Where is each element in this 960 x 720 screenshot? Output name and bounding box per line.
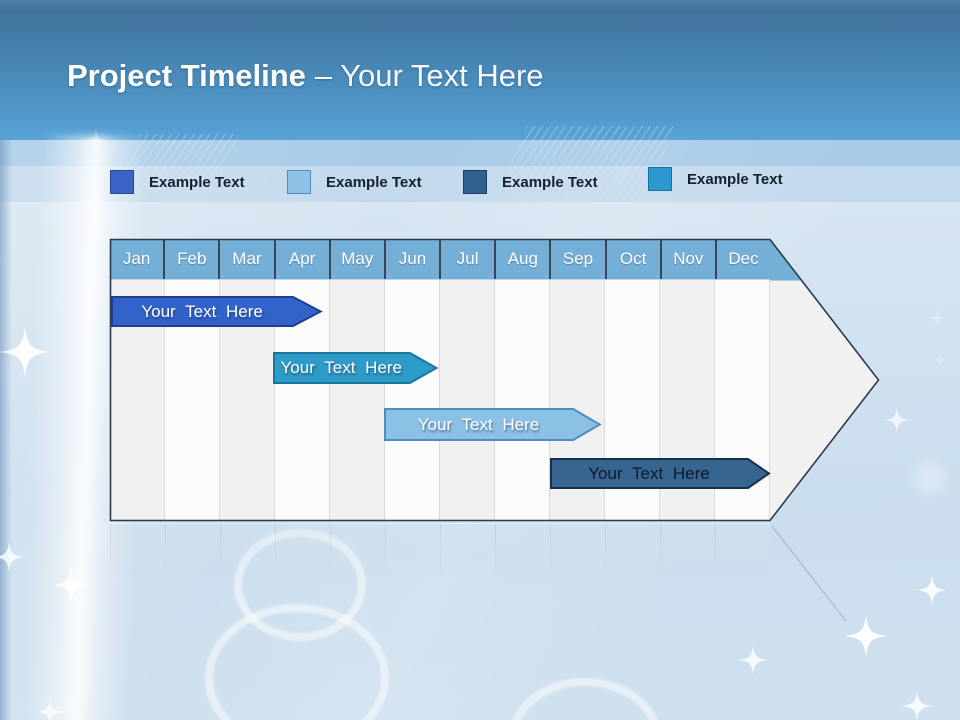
legend-item-4: Example Text xyxy=(648,165,783,193)
month-cell: May xyxy=(328,239,384,279)
bar-label: Your Text Here xyxy=(588,463,710,483)
legend-label: Example Text xyxy=(502,173,598,191)
slide-title: Project Timeline– Your Text Here xyxy=(67,58,544,94)
bar-label: Your Text Here xyxy=(141,301,263,321)
month-cell: Mar xyxy=(218,239,273,279)
background-band-dark xyxy=(0,140,960,166)
legend-item-1: Example Text xyxy=(110,168,245,196)
month-cell: Dec xyxy=(714,239,770,279)
legend-label: Example Text xyxy=(149,173,245,191)
month-cell: Jul xyxy=(439,239,494,279)
bar-arrow-shape xyxy=(550,458,771,489)
month-cell: Oct xyxy=(604,239,660,279)
month-cell: Jun xyxy=(383,239,439,279)
gantt-bar-3: Your Text Here xyxy=(383,408,602,441)
bar-label: Your Text Here xyxy=(280,358,403,377)
month-cell: Jan xyxy=(122,249,151,268)
gantt-bar-4: Your Text Here xyxy=(550,458,771,489)
month-cell: Aug xyxy=(494,239,549,279)
legend-item-2: Example Text xyxy=(287,168,422,196)
month-cell: Sep xyxy=(549,239,604,279)
gantt-bar-1: Your Text Here xyxy=(111,296,323,327)
month-cell: Nov xyxy=(659,239,715,279)
gantt-bar-2: Your Text Here xyxy=(272,352,439,384)
month-cell: Apr xyxy=(273,239,329,279)
legend-swatch-icon xyxy=(287,170,311,194)
bar-label: Your Text Here xyxy=(417,414,540,434)
legend-swatch-icon xyxy=(463,170,487,194)
left-edge-shadow xyxy=(0,138,12,720)
table-reflection xyxy=(110,523,770,586)
legend-swatch-icon xyxy=(648,167,672,191)
title-banner-background xyxy=(0,0,960,140)
bar-arrow-shape xyxy=(111,296,323,327)
legend-label: Example Text xyxy=(326,173,422,191)
bar-arrow-shape xyxy=(383,408,602,441)
slide-title-sub: – Your Text Here xyxy=(314,58,544,93)
month-header-row: Jan Feb Mar Apr May Jun Jul Aug Sep Oct … xyxy=(110,239,770,280)
bar-arrow-shape xyxy=(272,352,439,384)
slide-title-main: Project Timeline xyxy=(67,58,306,93)
legend-swatch-icon xyxy=(110,170,134,194)
legend-label: Example Text xyxy=(687,170,783,188)
month-cell: Feb xyxy=(163,239,218,279)
legend-item-3: Example Text xyxy=(463,168,598,196)
